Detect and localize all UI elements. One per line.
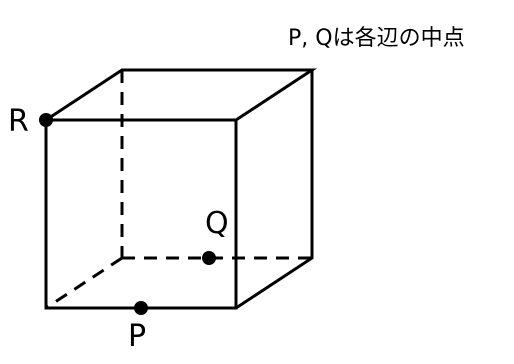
point-r-label: R	[8, 104, 29, 139]
midpoint-note: P, Qは各辺の中点	[288, 26, 465, 51]
right-face-edges	[235, 70, 314, 310]
top-face-edges	[45, 68, 318, 122]
hidden-edge-diagonal	[45, 256, 123, 310]
point-q-dot	[202, 251, 216, 265]
point-p-dot	[134, 301, 148, 315]
point-r-dot	[39, 113, 53, 127]
point-q-label: Q	[205, 206, 229, 241]
point-p-label: P	[128, 319, 146, 354]
